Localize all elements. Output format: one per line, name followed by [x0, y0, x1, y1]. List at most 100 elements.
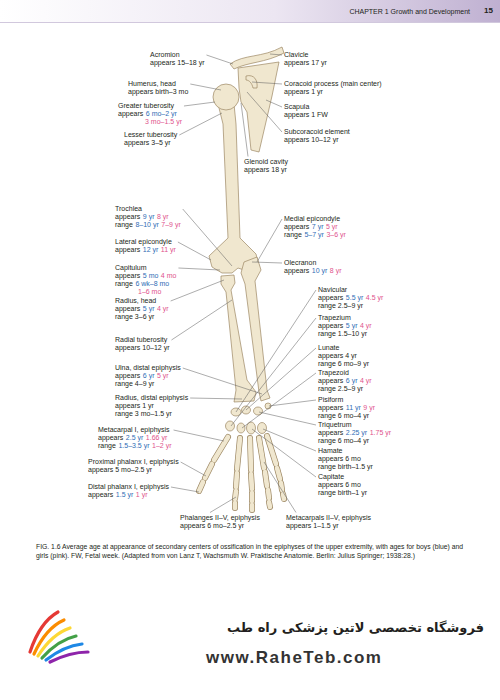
boys-age: 10 yr [312, 267, 328, 274]
ossification-label: appears birth–3 mo [128, 88, 188, 95]
leader-line [184, 102, 215, 106]
label-line: range1.5–3.5 yr1–2 yr [98, 442, 172, 450]
boys-age: 5 yr [346, 322, 358, 329]
watermark: فروشگاه تخصصی لاتین پزشکی راه طب [227, 620, 484, 635]
leader-line [247, 92, 282, 132]
label-line: www.RaheTeb.com [206, 648, 382, 668]
label-line: appears12 yr11 yr [115, 246, 176, 254]
ossification-label: range [115, 280, 133, 287]
label-line: appears 1 FW [284, 111, 328, 119]
boys-age: 6 yr [143, 372, 155, 379]
girls-age: 7–9 yr [161, 221, 180, 228]
ossification-label: appears [284, 267, 309, 274]
ossification-label: Navicular [318, 286, 347, 293]
label-line: appears11 yr9 yr [318, 404, 375, 412]
label-line: Capitate [318, 473, 344, 481]
label-line: range6 wk–8 mo [115, 280, 169, 288]
ossification-label: Capitate [318, 473, 344, 480]
label-line: appears6 yr5 yr [115, 372, 169, 380]
ossification-label: Hamate [318, 447, 343, 454]
label-line: appears5 mo4 mo [115, 272, 176, 280]
ossification-label: appears 3–5 yr [124, 139, 171, 146]
leader-line [183, 209, 232, 266]
ossification-label: range 6 mo–4 yr [318, 412, 369, 419]
label-line: range 3–6 yr [115, 313, 154, 321]
label-line: appears 4 yr [318, 352, 357, 360]
ossification-label: Metacarpal I, epiphysis [98, 426, 170, 433]
ossification-label: Greater tuberosity [118, 102, 174, 109]
ossification-label: Lunate [318, 344, 339, 351]
leader-line [181, 462, 206, 476]
label-line: appears5 yr4 yr [115, 305, 169, 313]
label-line: Acromion [150, 51, 180, 59]
label-line: Scapula [284, 103, 309, 111]
girls-age: 4 mo [161, 272, 177, 279]
leader-line [241, 103, 248, 157]
leader-line [179, 113, 222, 135]
label-line: Radius, distal epiphysis [115, 394, 188, 402]
label-line: CHAPTER 1 Growth and Development [349, 8, 470, 16]
bone [209, 104, 259, 273]
ossification-label: Coracoid process (main center) [284, 80, 382, 87]
bone [258, 423, 267, 434]
label-line: Trapezium [318, 314, 351, 322]
label-line: range5–7 yr3–6 yr [284, 231, 346, 239]
ossification-label: Subcoracoid element [284, 128, 350, 135]
ossification-label: appears [98, 434, 123, 441]
label-line: appears10 yr8 yr [284, 267, 342, 275]
label-line: appears 18 yr [244, 166, 287, 174]
leader-line [178, 242, 211, 260]
label-line: Olecranon [284, 259, 316, 267]
bone [237, 423, 245, 433]
label-line: appears6 yr4 yr [318, 377, 372, 385]
ossification-label: range 6 mo–9 yr [318, 360, 369, 367]
leader-line [252, 429, 316, 477]
leader-line [269, 400, 316, 406]
leader-line [252, 262, 282, 263]
girls-age: 8 yr [330, 267, 342, 274]
ossification-label: appears [115, 272, 140, 279]
boys-age: 1.5 yr [116, 491, 134, 498]
label-line: appears2.25 yr1.75 yr [318, 429, 391, 437]
leader-line [263, 429, 316, 451]
girls-age: 4 yr [360, 322, 372, 329]
header-rule [0, 22, 500, 24]
ossification-label: appears [318, 322, 343, 329]
boys-age: 2.5 yr [126, 434, 144, 441]
label-line: range 1.5–10 yr [318, 330, 367, 338]
leader-line [206, 55, 233, 64]
leader-line [231, 318, 316, 426]
ossification-label: Distal phalanx I, epiphysis [88, 483, 169, 490]
label-line: 15 [484, 7, 493, 15]
label-line: appears 6 mo [318, 481, 361, 489]
ossification-label: Metacarpals II–V, epiphysis [286, 514, 371, 521]
ossification-label: appears [318, 377, 343, 384]
label-line: Clavicle [284, 51, 309, 59]
bone [221, 275, 256, 402]
ossification-label: Triquetrum [318, 421, 352, 428]
bone [226, 421, 235, 431]
leader-line [259, 412, 316, 425]
label-line: 1–6 mo [138, 288, 161, 296]
running-head: CHAPTER 1 Growth and Development [349, 8, 470, 15]
boys-age: 1.5–3.5 yr [118, 442, 149, 449]
leader-line [246, 348, 316, 410]
boys-age: 11 yr [346, 404, 361, 411]
label-line: appears 17 yr [284, 59, 327, 67]
label-line: appears 6 mo [318, 455, 361, 463]
label-line: appears 1 yr [284, 88, 323, 96]
ossification-label: appears 1–1.5 yr [286, 522, 339, 529]
ossification-label: Trapezoid [318, 369, 349, 376]
boys-age: 5 yr [143, 305, 155, 312]
ossification-label: Scapula [284, 103, 309, 110]
girls-age: 3–6 yr [326, 231, 345, 238]
ossification-label: Radius, distal epiphysis [115, 394, 188, 401]
leader-line [190, 398, 242, 399]
ossification-label: appears 1 yr [115, 402, 154, 409]
girls-age: 3 mo–1.5 yr [145, 118, 182, 125]
label-line: Ulna, distal epiphysis [115, 364, 181, 372]
figure-caption: FIG. 1.6 Average age at appearance of se… [36, 543, 468, 560]
label-line: appears9 yr8 yr [115, 213, 169, 221]
leader-line [183, 368, 262, 394]
label-line: Distal phalanx I, epiphysis [88, 483, 169, 491]
